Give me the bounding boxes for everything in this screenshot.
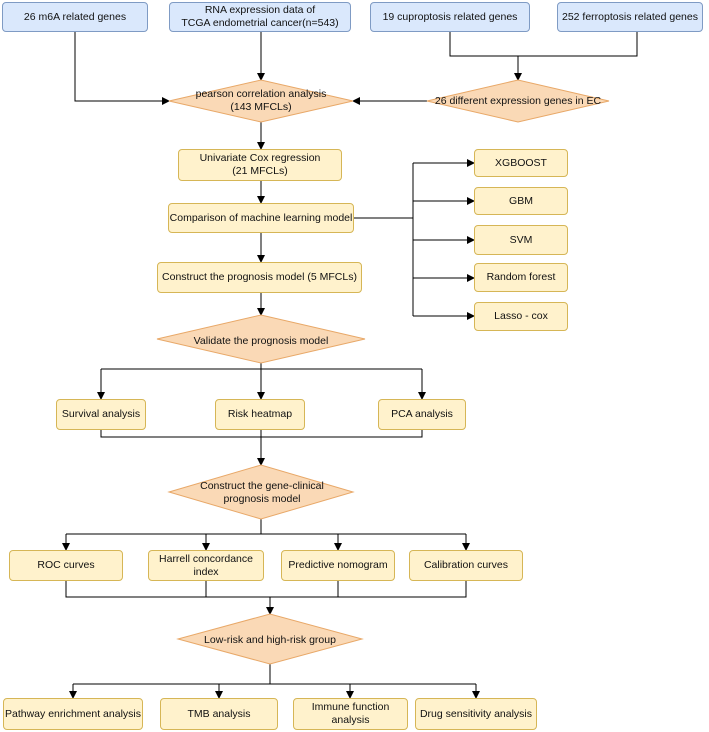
connector-line-2: [449, 32, 638, 57]
diamond-diff-genes: [426, 79, 610, 123]
decision-diamonds: [156, 79, 610, 665]
clinical-roc-curves: ROC curves: [9, 550, 123, 581]
input-cuproptosis-genes: 19 cuproptosis related genes: [370, 2, 530, 32]
analysis-drug-sensitivity: Drug sensitivity analysis: [415, 698, 537, 730]
analysis-immune-function: Immune function analysis: [293, 698, 408, 730]
clinical-predictive-nomogram: Predictive nomogram: [281, 550, 395, 581]
ml-model-random-forest: Random forest: [474, 263, 568, 292]
ml-model-lasso-cox: Lasso - cox: [474, 302, 568, 331]
risk-group-step: Low-risk and high-risk group: [204, 633, 336, 646]
validation-risk-heatmap: Risk heatmap: [215, 399, 305, 430]
clinical-harrell-index: Harrell concordance index: [148, 550, 264, 581]
connector-line-28: [65, 581, 467, 598]
validation-pca-analysis: PCA analysis: [378, 399, 466, 430]
input-ferroptosis-genes: 252 ferroptosis related genes: [557, 2, 703, 32]
diamond-pearson: [168, 79, 354, 123]
gene-clinical-model-step: Construct the gene-clinical prognosis mo…: [200, 480, 324, 505]
diff-expression-genes-step: 26 different expression genes in EC: [434, 94, 602, 107]
analysis-tmb: TMB analysis: [160, 698, 278, 730]
ml-model-gbm: GBM: [474, 187, 568, 215]
pearson-correlation-step: pearson correlation analysis (143 MFCLs): [195, 88, 327, 113]
construct-prognosis-model-step: Construct the prognosis model (5 MFCLs): [157, 262, 362, 293]
univariate-cox-step: Univariate Cox regression (21 MFCLs): [178, 149, 342, 181]
input-rna-expression: RNA expression data of TCGA endometrial …: [169, 2, 351, 32]
validation-survival-analysis: Survival analysis: [56, 399, 146, 430]
validate-prognosis-model-step: Validate the prognosis model: [193, 334, 329, 347]
analysis-pathway-enrichment: Pathway enrichment analysis: [3, 698, 143, 730]
ml-model-xgboost: XGBOOST: [474, 149, 568, 177]
input-m6a-genes: 26 m6A related genes: [2, 2, 148, 32]
connector-line-0: [74, 32, 170, 105]
diamond-validate: [156, 314, 366, 364]
clinical-calibration-curves: Calibration curves: [409, 550, 523, 581]
ml-comparison-step: Comparison of machine learning model: [168, 203, 354, 233]
diamond-risk-group: [176, 613, 364, 665]
ml-model-svm: SVM: [474, 225, 568, 255]
connectors: [62, 32, 638, 699]
diamond-gene-clinical: [167, 464, 355, 520]
